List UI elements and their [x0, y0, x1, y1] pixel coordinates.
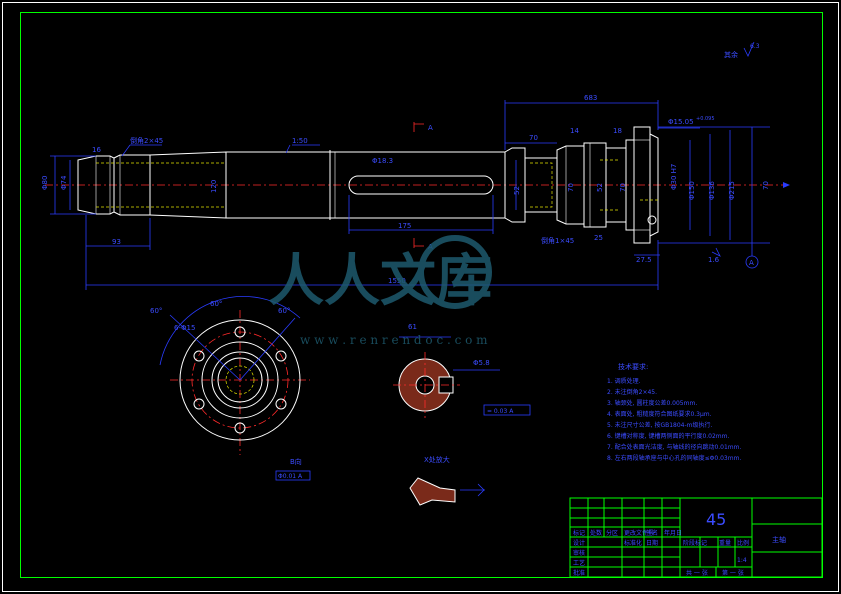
svg-text:+0.095: +0.095 [696, 116, 715, 122]
svg-text:A: A [428, 124, 433, 132]
svg-text:18: 18 [613, 127, 622, 135]
watermark-text: 人人文库 [268, 248, 492, 314]
svg-text:60°: 60° [150, 307, 162, 315]
svg-text:阶段标记: 阶段标记 [683, 539, 707, 547]
svg-text:Φ136: Φ136 [708, 181, 716, 200]
svg-text:其余: 其余 [724, 50, 738, 59]
svg-text:年月日: 年月日 [664, 529, 682, 537]
svg-text:第 一 张: 第 一 张 [722, 569, 744, 577]
svg-text:日期: 日期 [646, 539, 658, 547]
svg-text:70: 70 [529, 134, 538, 142]
svg-text:27.5: 27.5 [636, 256, 652, 264]
svg-text:3. 轴颈处, 圆柱度公差0.005mm.: 3. 轴颈处, 圆柱度公差0.005mm. [607, 399, 697, 407]
svg-text:683: 683 [584, 94, 597, 102]
flange-end-view: 60° 60° 60° 6-Φ15 B向 Φ0.01 A [150, 296, 311, 481]
svg-text:更改文件号: 更改文件号 [624, 529, 654, 537]
svg-text:标准化: 标准化 [624, 539, 642, 547]
watermark-url: w w w . r e n r e n d o c . c o m [300, 333, 488, 347]
material-label: 45 [706, 510, 726, 529]
tech-notes: 技术要求: 1. 调质处理. 2. 未注倒角2×45. 3. 轴颈处, 圆柱度公… [607, 362, 741, 462]
svg-text:Φ0.01 A: Φ0.01 A [278, 473, 303, 480]
part-name: 主轴 [772, 535, 786, 544]
svg-text:比例: 比例 [737, 539, 749, 547]
inner-frame [20, 12, 823, 578]
svg-text:设计: 设计 [573, 539, 585, 547]
svg-text:标记: 标记 [573, 529, 585, 537]
svg-text:Φ215: Φ215 [728, 181, 736, 200]
svg-text:60°: 60° [278, 307, 290, 315]
svg-text:处数: 处数 [590, 529, 602, 537]
svg-text:70: 70 [567, 183, 575, 192]
svg-text:14: 14 [570, 127, 579, 135]
svg-text:共 一 张: 共 一 张 [686, 569, 708, 577]
roughness-symbol: 其余 6.3 [724, 41, 760, 59]
shaft-main-view [45, 126, 790, 244]
svg-text:8. 左右两段轴承座与中心孔的同轴度≤Φ0.03mm.: 8. 左右两段轴承座与中心孔的同轴度≤Φ0.03mm. [607, 454, 741, 462]
svg-text:签名: 签名 [646, 529, 658, 537]
svg-text:175: 175 [398, 222, 411, 230]
svg-text:93: 93 [112, 238, 121, 246]
svg-text:Φ30 H7: Φ30 H7 [670, 164, 678, 190]
svg-text:倒角2×45: 倒角2×45 [130, 136, 163, 145]
svg-text:16: 16 [92, 146, 101, 154]
svg-text:5. 未注尺寸公差, 按GB1804-m级执行.: 5. 未注尺寸公差, 按GB1804-m级执行. [607, 421, 712, 429]
title-block: 45 主轴 标记 处数 分区 更改文件号 签名 年月日 设计 审核 工艺 批准 … [569, 497, 823, 578]
svg-text:61: 61 [408, 323, 417, 331]
svg-text:B向: B向 [290, 457, 302, 466]
svg-text:1550: 1550 [388, 277, 406, 285]
svg-text:分区: 分区 [606, 529, 618, 537]
svg-text:60°: 60° [210, 300, 222, 308]
svg-text:Φ15.05: Φ15.05 [668, 118, 694, 126]
svg-text:= 0.03 A: = 0.03 A [487, 408, 514, 415]
svg-text:120: 120 [210, 180, 218, 193]
tech-notes-title: 技术要求: [618, 362, 648, 371]
svg-text:Φ18.3: Φ18.3 [372, 157, 393, 165]
svg-text:6.3: 6.3 [750, 43, 760, 50]
svg-text:7. 配合处表面光洁度, 与轴线的径向跳动0.01mm.: 7. 配合处表面光洁度, 与轴线的径向跳动0.01mm. [607, 443, 741, 451]
detail-x: X处放大 [409, 455, 485, 506]
svg-text:25: 25 [594, 234, 603, 242]
svg-text:1.6: 1.6 [708, 256, 720, 264]
svg-text:2. 未注倒角2×45.: 2. 未注倒角2×45. [607, 388, 657, 396]
svg-text:重量: 重量 [719, 539, 731, 547]
svg-text:倒角1×45: 倒角1×45 [541, 236, 574, 245]
svg-text:70: 70 [619, 183, 627, 192]
section-a-a: 61 Φ5.8 = 0.03 A [393, 323, 531, 418]
svg-text:X处放大: X处放大 [424, 455, 450, 464]
svg-text:1:4: 1:4 [737, 557, 747, 564]
svg-text:70: 70 [762, 181, 770, 190]
svg-text:4. 表面处, 粗糙度符合图纸要求0.3μm.: 4. 表面处, 粗糙度符合图纸要求0.3μm. [607, 410, 712, 418]
svg-text:6-Φ15: 6-Φ15 [174, 324, 195, 332]
svg-text:1:50: 1:50 [292, 137, 308, 145]
svg-text:Φ74: Φ74 [60, 175, 68, 190]
svg-text:52: 52 [513, 186, 521, 195]
svg-text:1. 调质处理.: 1. 调质处理. [607, 377, 641, 385]
svg-text:Φ80: Φ80 [41, 176, 49, 190]
svg-text:批准: 批准 [573, 569, 585, 577]
svg-text:审核: 审核 [573, 549, 585, 557]
svg-text:A: A [749, 259, 754, 267]
svg-text:Φ150: Φ150 [688, 181, 696, 200]
svg-text:工艺: 工艺 [573, 559, 585, 567]
svg-text:52: 52 [596, 183, 604, 192]
svg-text:Φ5.8: Φ5.8 [473, 359, 490, 367]
watermark: 人人文库 w w w . r e n r e n d o c . c o m [268, 235, 492, 347]
main-dimensions: 1550 683 70 Φ80 Φ74 93 16 倒角2×45 1:50 12… [41, 94, 790, 290]
svg-text:6. 键槽对称度, 键槽两侧面的平行度0.02mm.: 6. 键槽对称度, 键槽两侧面的平行度0.02mm. [607, 432, 729, 440]
